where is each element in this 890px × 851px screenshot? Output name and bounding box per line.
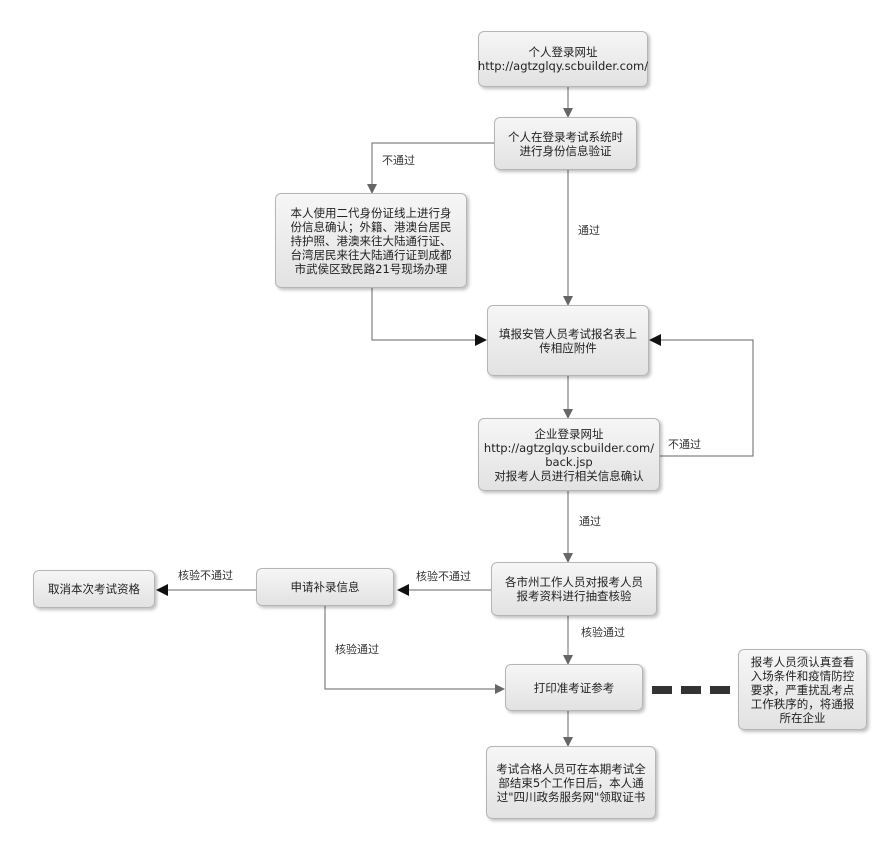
node-cancel-qualification: 取消本次考试资格 [33,570,155,608]
node-identity-verify: 个人在登录考试系统时 进行身份信息验证 [494,117,637,170]
label-company-fail: 不通过 [668,438,701,451]
edge-offline-to-form [371,288,487,346]
node-personal-login: 个人登录网址 http://agtzglqy.scbuilder.com/ [478,31,648,87]
node-apply-supplement: 申请补录信息 [256,568,394,606]
label-identity-fail: 不通过 [382,154,415,167]
node-offline-confirm: 本人使用二代身份证线上进行身 份信息确认；外籍、港澳台居民 持护照、港澳来往大陆… [275,193,467,288]
node-company-login: 企业登录网址 http://agtzglqy.scbuilder.com/ ba… [478,418,660,491]
node-notice: 报考人员须认真查看 入场条件和疫情防控 要求，严重扰乱考点 工作秩序的，将通报 … [738,649,867,730]
label-check-fail-spot: 核验不通过 [416,570,471,583]
label-identity-pass: 通过 [578,224,600,237]
edge-verify-fail [367,142,494,194]
node-fill-form: 填报安管人员考试报名表上 传相应附件 [487,305,649,376]
label-check-pass-supplement: 核验通过 [335,643,379,656]
label-check-pass-spot: 核验通过 [581,626,625,639]
node-certificate: 考试合格人员可在本期考试全 部结束5个工作日后，本人通 过"四川政务服务网"领取… [486,746,656,819]
node-print-ticket: 打印准考证参考 [505,664,643,711]
node-spot-check: 各市州工作人员对报考人员 报考资料进行抽查核验 [491,562,657,616]
edge-supplement-pass [324,606,505,694]
label-company-pass: 通过 [579,515,601,528]
label-check-fail-supplement: 核验不通过 [178,569,233,582]
edge-company-fail [649,334,754,457]
